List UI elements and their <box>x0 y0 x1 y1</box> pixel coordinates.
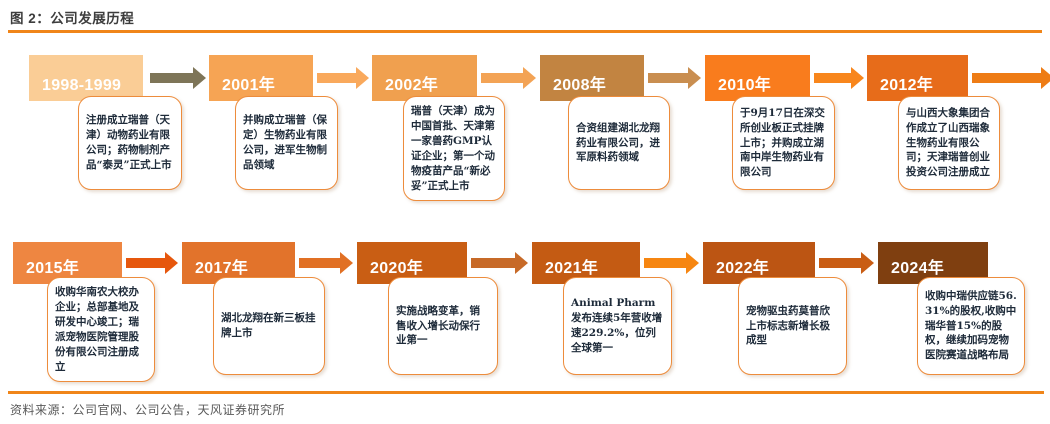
milestone-box: 收购华南农大校办企业；总部基地及研发中心竣工；瑞派宠物医院管理股份有限公司注册成… <box>47 277 155 383</box>
milestone-box: 与山西大象集团合作成立了山西瑞象生物药业有限公司；天津瑞普创业投资公司注册成立 <box>898 96 1000 190</box>
arrow-head <box>165 252 178 274</box>
year-label: 2024年 <box>891 260 945 277</box>
arrow-shaft <box>814 73 851 83</box>
arrow-right-icon <box>481 67 536 89</box>
milestone-box: 实施战略变革，销售收入增长动保行业第一 <box>388 277 498 375</box>
arrow-shaft <box>481 73 523 83</box>
year-block: 2012年 <box>867 55 968 101</box>
arrow-shaft <box>126 258 165 268</box>
milestone-text: Animal Pharm发布连续5年营收增速229.2%，位列全球第一 <box>571 297 663 354</box>
year-label: 2022年 <box>716 260 770 277</box>
milestone-box: 并购成立瑞普（保定）生物药业有限公司，进军生物制品领域 <box>235 96 338 190</box>
arrow-right-icon <box>150 67 206 89</box>
arrow-head <box>340 252 353 274</box>
milestone-box: 注册成立瑞普（天津）动物药业有限公司；药物制剂产品“泰灵”正式上市 <box>78 96 182 190</box>
arrow-shaft <box>299 258 340 268</box>
milestone-box: 瑞普（天津）成为中国首批、天津第一家兽药GMP认证企业；第一个动物疫苗产品“新必… <box>403 96 505 202</box>
milestone-text: 实施战略变革，销售收入增长动保行业第一 <box>396 304 480 347</box>
arrow-shaft <box>150 73 193 83</box>
arrow-head <box>523 67 536 89</box>
milestone-text: 湖北龙翔在新三板挂牌上市 <box>221 312 316 339</box>
arrow-head <box>851 67 864 89</box>
year-label: 2001年 <box>222 77 276 94</box>
milestone-text: 收购中瑞供应链56.31%的股权,收购中瑞华普15%的股权，继续加码宠物医院赛道… <box>925 289 1017 362</box>
year-label: 2015年 <box>26 260 80 277</box>
milestone-box: 合资组建湖北龙翔药业有限公司，进军原料药领域 <box>568 96 670 190</box>
arrow-head <box>861 252 874 274</box>
year-block: 2010年 <box>705 55 810 101</box>
arrow-right-icon <box>814 67 864 89</box>
arrow-head <box>193 67 206 89</box>
year-label: 1998-1999 <box>42 77 122 94</box>
arrow-right-icon <box>126 252 178 274</box>
year-block: 1998-1999 <box>29 55 143 101</box>
arrow-right-icon <box>471 252 528 274</box>
year-label: 2020年 <box>370 260 424 277</box>
year-label: 2010年 <box>718 77 772 94</box>
arrow-shaft <box>471 258 515 268</box>
year-label: 2008年 <box>553 77 607 94</box>
year-label: 2021年 <box>545 260 599 277</box>
milestone-box: Animal Pharm发布连续5年营收增速229.2%，位列全球第一 <box>563 277 672 375</box>
milestone-box: 宠物驱虫药莫普欣上市标志新增长极成型 <box>738 277 847 375</box>
arrow-shaft <box>317 73 356 83</box>
bottom-divider <box>8 391 1044 394</box>
year-block: 2008年 <box>540 55 644 101</box>
milestone-text: 宠物驱虫药莫普欣上市标志新增长极成型 <box>746 304 830 347</box>
milestone-text: 收购华南农大校办企业；总部基地及研发中心竣工；瑞派宠物医院管理股份有限公司注册成… <box>55 286 139 373</box>
arrow-shaft <box>819 258 861 268</box>
arrow-right-icon <box>299 252 353 274</box>
milestone-text: 与山西大象集团合作成立了山西瑞象生物药业有限公司；天津瑞普创业投资公司注册成立 <box>906 106 990 179</box>
arrow-head <box>356 67 369 89</box>
year-label: 2002年 <box>385 77 439 94</box>
year-label: 2017年 <box>195 260 249 277</box>
milestone-text: 瑞普（天津）成为中国首批、天津第一家兽药GMP认证企业；第一个动物疫苗产品“新必… <box>411 105 495 192</box>
milestone-box: 湖北龙翔在新三板挂牌上市 <box>213 277 325 375</box>
year-block: 2002年 <box>372 55 477 101</box>
milestone-box: 于9月17日在深交所创业板正式挂牌上市；并购成立湖南中岸生物药业有限公司 <box>732 96 835 190</box>
milestone-text: 注册成立瑞普（天津）动物药业有限公司；药物制剂产品“泰灵”正式上市 <box>86 114 172 171</box>
arrow-right-icon <box>317 67 369 89</box>
arrow-right-icon <box>648 67 701 89</box>
arrow-right-icon <box>819 252 874 274</box>
arrow-right-icon <box>644 252 699 274</box>
milestone-box: 收购中瑞供应链56.31%的股权,收购中瑞华普15%的股权，继续加码宠物医院赛道… <box>917 277 1025 375</box>
arrow-head <box>1041 67 1050 89</box>
arrow-right-icon <box>972 67 1050 89</box>
milestone-text: 合资组建湖北龙翔药业有限公司，进军原料药领域 <box>576 121 660 164</box>
arrow-shaft <box>644 258 686 268</box>
year-block: 2001年 <box>209 55 313 101</box>
milestone-text: 于9月17日在深交所创业板正式挂牌上市；并购成立湖南中岸生物药业有限公司 <box>740 106 825 179</box>
source-note: 资料来源：公司官网、公司公告，天风证券研究所 <box>10 403 286 417</box>
top-divider <box>8 30 1042 33</box>
figure-title: 图 2：公司发展历程 <box>10 11 135 26</box>
arrow-shaft <box>972 73 1041 83</box>
arrow-head <box>515 252 528 274</box>
year-label: 2012年 <box>880 77 934 94</box>
arrow-shaft <box>648 73 688 83</box>
arrow-head <box>688 67 701 89</box>
arrow-head <box>686 252 699 274</box>
milestone-text: 并购成立瑞普（保定）生物药业有限公司，进军生物制品领域 <box>243 114 327 171</box>
